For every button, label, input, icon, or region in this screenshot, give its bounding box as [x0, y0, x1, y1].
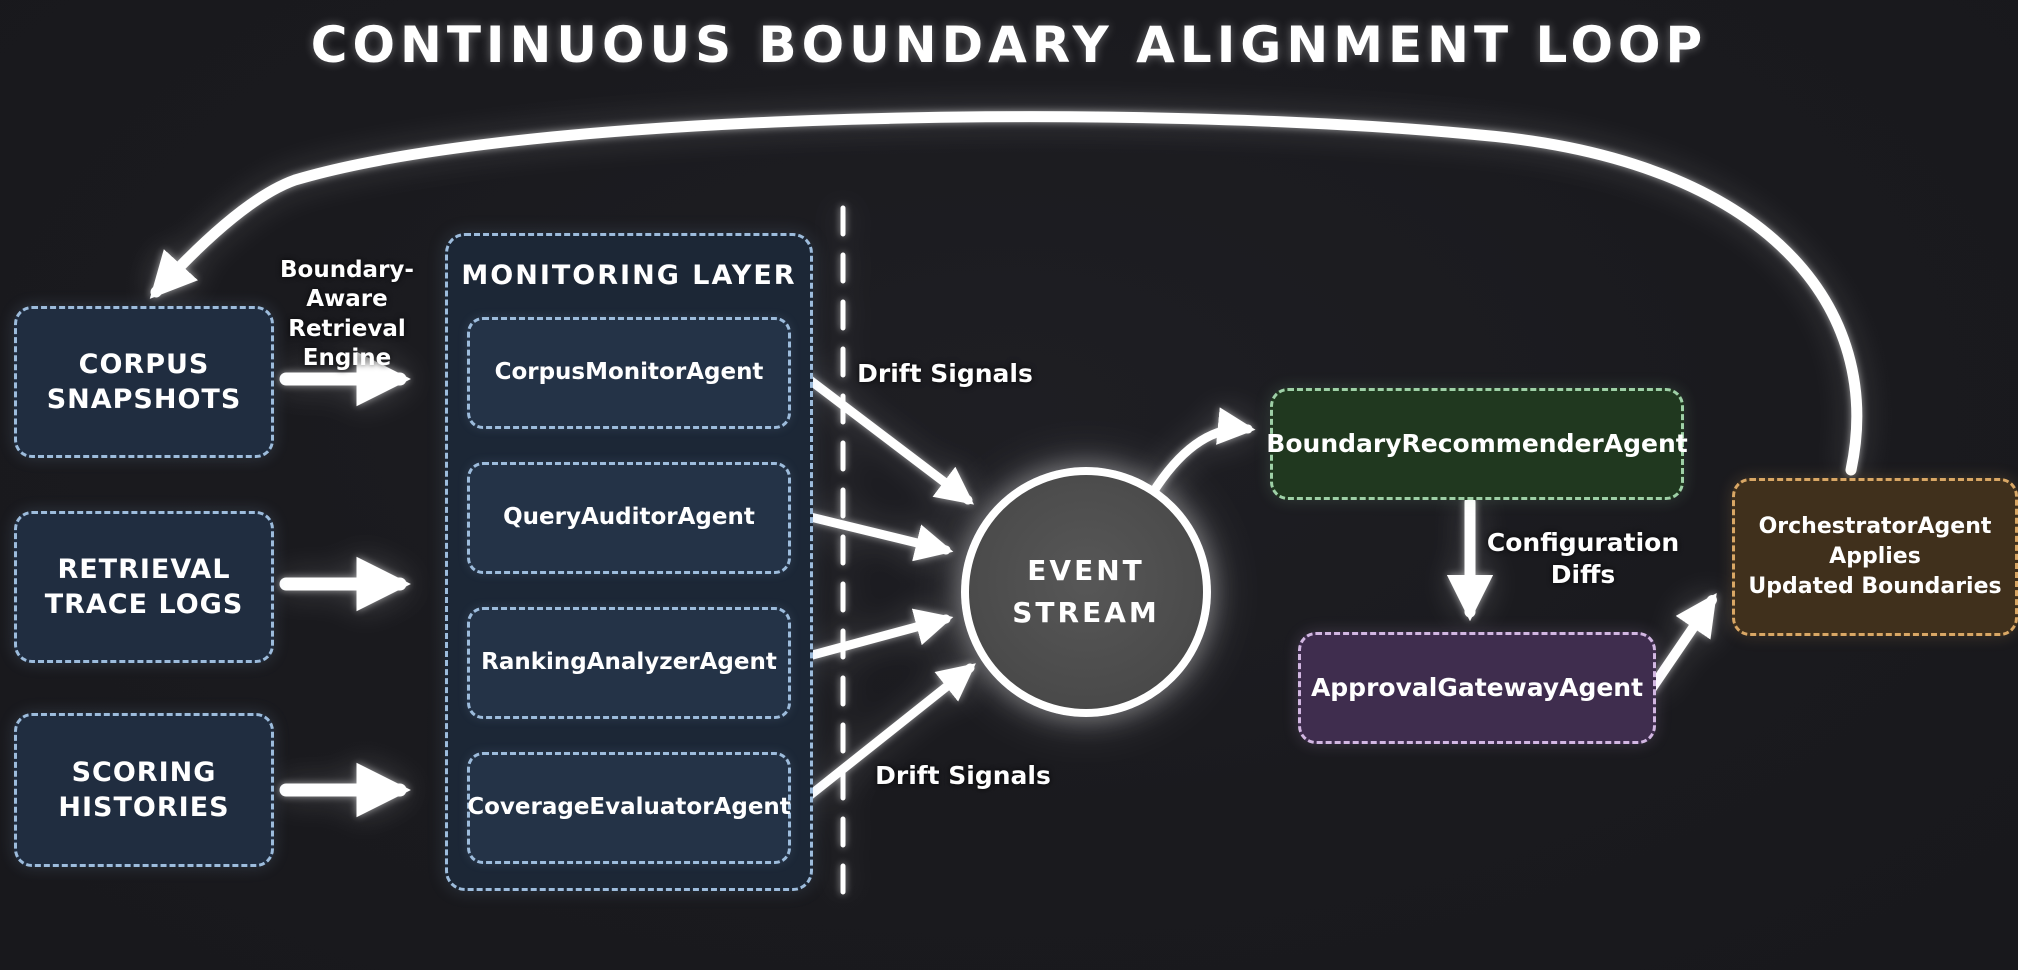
agent-box-query-auditor: QueryAuditorAgent	[467, 462, 791, 574]
configuration-diffs-label: Configuration Diffs	[1486, 528, 1680, 589]
arrow-stream-to-recommender	[1147, 407, 1256, 499]
source-label: SCORING HISTORIES	[58, 756, 230, 823]
agent-box-corpus-monitor: CorpusMonitorAgent	[467, 317, 791, 429]
source-box-retrieval-trace-logs: RETRIEVAL TRACE LOGS	[14, 511, 274, 663]
agent-label: QueryAuditorAgent	[503, 504, 755, 531]
source-box-corpus-snapshots: CORPUS SNAPSHOTS	[14, 306, 274, 458]
event-stream-circle: EVENT STREAM	[961, 467, 1211, 717]
agent-label: RankingAnalyzerAgent	[481, 649, 777, 676]
agent-box-ranking-analyzer: RankingAnalyzerAgent	[467, 607, 791, 719]
arrow-approval-to-orchestrator	[1647, 593, 1717, 693]
diagram-title: CONTINUOUS BOUNDARY ALIGNMENT LOOP	[310, 16, 1708, 74]
drift-signals-label-top: Drift Signals	[857, 359, 1033, 388]
orchestrator-label: OrchestratorAgent Applies Updated Bounda…	[1748, 514, 2002, 599]
event-stream-label: EVENT STREAM	[1012, 554, 1160, 629]
agent-label: CorpusMonitorAgent	[494, 359, 764, 386]
approval-label: ApprovalGatewayAgent	[1310, 672, 1644, 702]
drift-signals-label-bottom: Drift Signals	[875, 761, 1051, 790]
agent-label: CoverageEvaluatorAgent	[467, 794, 791, 821]
agent-box-coverage-evaluator: CoverageEvaluatorAgent	[467, 752, 791, 864]
monitoring-layer-title: MONITORING LAYER	[461, 260, 797, 291]
arrow-query-auditor-to-stream	[789, 508, 954, 562]
orchestrator-agent-box: OrchestratorAgent Applies Updated Bounda…	[1732, 478, 2018, 636]
source-label: RETRIEVAL TRACE LOGS	[44, 553, 244, 620]
approval-gateway-agent-box: ApprovalGatewayAgent	[1298, 632, 1656, 744]
arrow-ranking-analyzer-to-stream	[789, 608, 954, 665]
source-label: CORPUS SNAPSHOTS	[46, 348, 242, 415]
source-box-scoring-histories: SCORING HISTORIES	[14, 713, 274, 867]
boundary-recommender-agent-box: BoundaryRecommenderAgent	[1266, 388, 1688, 500]
recommender-label: BoundaryRecommenderAgent	[1266, 428, 1688, 458]
boundary-engine-label: Boundary-Aware Retrieval Engine	[280, 257, 414, 372]
